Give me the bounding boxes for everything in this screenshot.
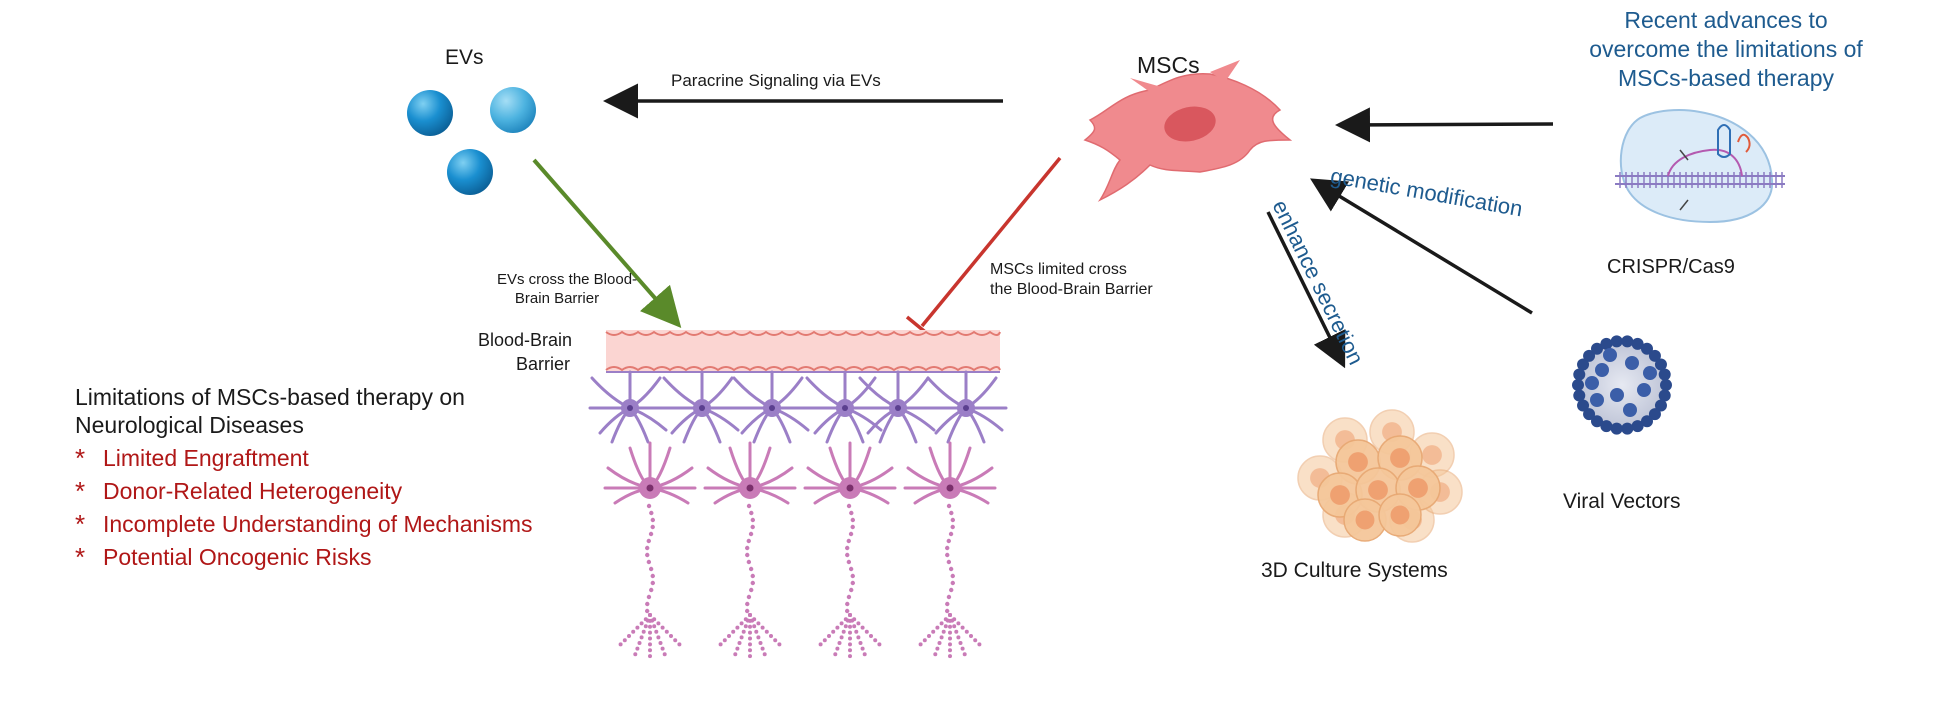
bullet-star: *: [75, 443, 86, 473]
limitation-item: * Donor-Related Heterogeneity: [75, 478, 533, 505]
mscs-limited-label: MSCs limited cross the Blood-Brain Barri…: [990, 260, 1153, 300]
crispr-to-msc-arrow: [1335, 107, 1554, 143]
viral-vectors-label: Viral Vectors: [1563, 490, 1681, 513]
limitation-item: * Limited Engraftment: [75, 445, 533, 472]
limitation-item: * Incomplete Understanding of Mechanisms: [75, 511, 533, 538]
viral-to-msc-arrow: [1310, 178, 1533, 315]
limitation-text: Donor-Related Heterogeneity: [103, 478, 403, 504]
mscs-limited-line2: the Blood-Brain Barrier: [990, 281, 1153, 298]
limitation-text: Potential Oncogenic Risks: [103, 544, 372, 570]
mscs-limited-line1: MSCs limited cross: [990, 261, 1127, 278]
limitation-text: Limited Engraftment: [103, 445, 309, 471]
advances-line1: Recent advances to: [1624, 7, 1828, 33]
limitation-text: Incomplete Understanding of Mechanisms: [103, 511, 533, 537]
3d-culture-spheroid-icon: [1297, 409, 1463, 543]
limitations-title-line1: Limitations of MSCs-based therapy on: [75, 384, 465, 410]
msc-to-3d-culture-arrow: [1266, 211, 1346, 369]
paracrine-label: Paracrine Signaling via EVs: [671, 71, 881, 90]
ev-particles-icon: [407, 87, 536, 195]
limitations-title: Limitations of MSCs-based therapy on Neu…: [75, 383, 533, 439]
3d-culture-label: 3D Culture Systems: [1261, 559, 1448, 582]
evs-cross-line2: Brain Barrier: [514, 290, 600, 307]
mscs-label: MSCs: [1137, 52, 1200, 78]
bullet-star: *: [75, 509, 86, 539]
msc-inhibition-line: [905, 156, 1062, 342]
limitations-title-line2: Neurological Diseases: [75, 412, 304, 438]
blood-brain-barrier-band: [605, 330, 1001, 373]
crispr-cas9-icon: [1615, 109, 1785, 224]
limitation-item: * Potential Oncogenic Risks: [75, 544, 533, 571]
advances-line3: MSCs-based therapy: [1617, 65, 1835, 91]
evs-cross-line1: EVs cross the Blood-: [496, 271, 638, 288]
bullet-star: *: [75, 476, 86, 506]
pink-neuron-row-icon: [603, 441, 997, 659]
evs-cross-label: EVs cross the Blood- Brain Barrier: [452, 270, 682, 308]
evs-label: EVs: [445, 46, 484, 69]
bbb-line2: Barrier: [515, 354, 570, 374]
viral-vector-icon: [1572, 335, 1672, 435]
advances-line2: overcome the limitations of: [1589, 36, 1863, 62]
bbb-label: Blood-Brain Barrier: [462, 328, 572, 376]
purple-neuron-row-icon: [588, 370, 1008, 444]
bbb-line1: Blood-Brain: [477, 330, 572, 350]
limitations-panel: Limitations of MSCs-based therapy on Neu…: [75, 383, 533, 577]
bullet-star: *: [75, 542, 86, 572]
advances-title: Recent advances to overcome the limitati…: [1556, 6, 1896, 93]
crispr-label: CRISPR/Cas9: [1607, 256, 1735, 278]
evs-cross-arrow: [532, 158, 682, 329]
msc-cell-icon: [1083, 60, 1293, 202]
